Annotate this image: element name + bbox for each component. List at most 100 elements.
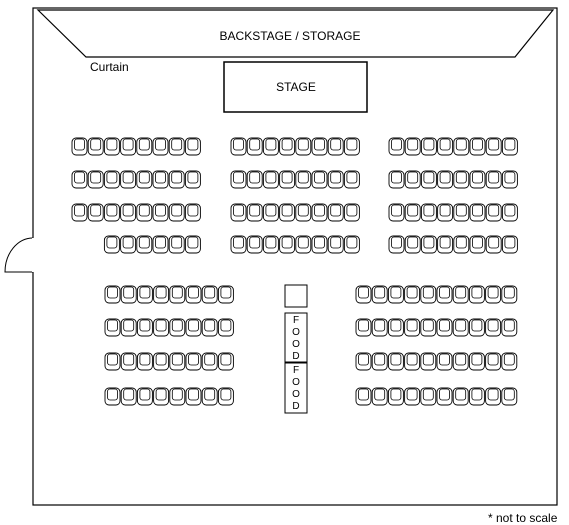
- seat: [311, 235, 328, 254]
- seat: [136, 170, 153, 189]
- seat: [120, 387, 137, 406]
- seat: [468, 387, 485, 406]
- food-counter-1: [284, 312, 308, 363]
- seat: [453, 203, 470, 222]
- seat: [404, 352, 421, 371]
- seat: [152, 170, 169, 189]
- seat: [452, 318, 469, 337]
- seat: [230, 170, 247, 189]
- stage: [223, 61, 368, 113]
- seat: [327, 235, 344, 254]
- seat: [343, 203, 360, 222]
- seat: [436, 352, 453, 371]
- seat: [452, 352, 469, 371]
- seat: [185, 387, 202, 406]
- seat: [168, 170, 185, 189]
- food-letter: O: [292, 389, 300, 400]
- seat: [420, 137, 437, 156]
- seat: [153, 285, 170, 304]
- seat: [201, 318, 218, 337]
- seat: [87, 137, 104, 156]
- seat: [246, 170, 263, 189]
- food-letter: D: [292, 401, 300, 412]
- seat: [103, 137, 120, 156]
- seat: [437, 170, 454, 189]
- not-to-scale-note: * not to scale: [488, 511, 558, 525]
- seat: [371, 285, 388, 304]
- seat: [420, 318, 437, 337]
- seat: [169, 318, 186, 337]
- seat: [279, 235, 296, 254]
- seat: [469, 235, 486, 254]
- seat: [501, 387, 518, 406]
- seat: [452, 285, 469, 304]
- seat: [230, 235, 247, 254]
- seat: [404, 387, 421, 406]
- seat: [87, 203, 104, 222]
- stage-label: STAGE: [276, 80, 316, 94]
- seat: [201, 387, 218, 406]
- seat: [104, 352, 121, 371]
- food-letter: O: [292, 339, 300, 350]
- seat: [485, 235, 502, 254]
- seat: [387, 285, 404, 304]
- seat: [387, 352, 404, 371]
- seat: [501, 318, 518, 337]
- backstage-area: [36, 9, 555, 58]
- seating-area: [71, 137, 518, 406]
- seat: [485, 318, 502, 337]
- seat: [468, 318, 485, 337]
- seat: [436, 318, 453, 337]
- seat: [184, 170, 201, 189]
- seat: [371, 387, 388, 406]
- seat: [501, 170, 518, 189]
- seat: [485, 387, 502, 406]
- seat: [355, 352, 372, 371]
- seat: [388, 203, 405, 222]
- seat: [104, 318, 121, 337]
- seat: [388, 235, 405, 254]
- seat: [217, 318, 234, 337]
- seat: [501, 137, 518, 156]
- food-station-box: [284, 284, 308, 308]
- seat: [104, 387, 121, 406]
- seat: [420, 170, 437, 189]
- seat: [437, 235, 454, 254]
- seat: [311, 170, 328, 189]
- seat: [103, 170, 120, 189]
- seat: [453, 235, 470, 254]
- seat: [327, 137, 344, 156]
- seat: [420, 235, 437, 254]
- seat: [485, 203, 502, 222]
- food-letter: D: [292, 351, 300, 362]
- seat: [184, 203, 201, 222]
- food-label-2: F O O D: [285, 365, 307, 413]
- seat: [185, 285, 202, 304]
- seat: [404, 285, 421, 304]
- backstage-label: BACKSTAGE / STORAGE: [219, 29, 361, 43]
- seat: [217, 285, 234, 304]
- seat: [71, 203, 88, 222]
- seat: [469, 203, 486, 222]
- seat: [153, 352, 170, 371]
- seat: [120, 170, 137, 189]
- seat: [152, 203, 169, 222]
- seat: [246, 203, 263, 222]
- seat: [262, 203, 279, 222]
- seat: [485, 137, 502, 156]
- seat: [136, 387, 153, 406]
- seat: [311, 137, 328, 156]
- seat: [120, 318, 137, 337]
- seat: [327, 203, 344, 222]
- food-letter: O: [292, 377, 300, 388]
- seat: [120, 203, 137, 222]
- seat: [184, 137, 201, 156]
- seat: [71, 137, 88, 156]
- seat: [279, 203, 296, 222]
- seat: [295, 137, 312, 156]
- seat: [169, 387, 186, 406]
- seat: [453, 170, 470, 189]
- food-letter: F: [292, 315, 300, 326]
- seat: [404, 137, 421, 156]
